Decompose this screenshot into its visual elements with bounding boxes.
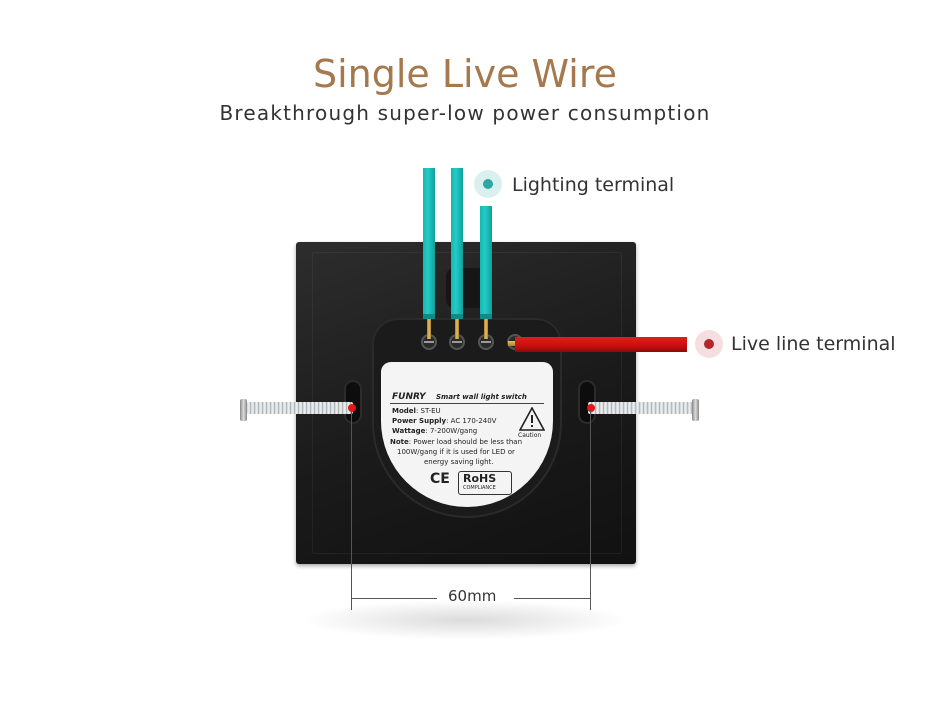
compliance-text: COMPLIANCE [463, 485, 496, 491]
model-line: Model: ST-EU [392, 407, 441, 415]
terminal-screw-l3 [421, 334, 437, 350]
live-terminal-label: Live line terminal [731, 333, 896, 355]
caution-icon [519, 407, 545, 431]
wattage-value: 7-200W/gang [429, 427, 478, 435]
wattage-line: Wattage: 7-200W/gang [392, 427, 478, 435]
right-screw-head [692, 399, 699, 421]
lighting-terminal-marker [474, 170, 502, 198]
supply-line: Power Supply: AC 170-240V [392, 417, 497, 425]
right-screw [588, 402, 693, 414]
note-line-1: Note: Power load should be less than [390, 438, 523, 446]
wire-l1-end [480, 314, 492, 319]
left-marker-dot [348, 404, 356, 412]
note-key: Note [390, 438, 409, 446]
dimension-extension-right [590, 410, 591, 610]
wire-l3 [423, 168, 435, 316]
caution-label: Caution [518, 432, 542, 439]
module-label-sticker [381, 362, 553, 507]
page-subtitle: Breakthrough super-low power consumption [219, 101, 711, 125]
brand-logo: FUNRY [392, 392, 426, 402]
dimension-label: 60mm [448, 587, 497, 605]
dimension-extension-left [351, 410, 352, 610]
rohs-mark: RoHS [463, 472, 497, 485]
note-line-2: 100W/gang if it is used for LED or [397, 448, 515, 456]
wire-l3-end [423, 314, 435, 319]
product-name: Smart wall light switch [436, 393, 527, 401]
supply-value: AC 170-240V [450, 417, 497, 425]
pin-l3 [427, 319, 431, 339]
pin-l1 [484, 319, 488, 339]
left-screw [247, 402, 353, 414]
terminal-screw-l1 [478, 334, 494, 350]
lighting-terminal-label: Lighting terminal [512, 174, 675, 196]
live-wire-pin [508, 341, 518, 346]
wire-l1 [480, 206, 492, 316]
label-divider [390, 403, 544, 404]
note-line-3: energy saving light. [424, 458, 494, 466]
live-wire [515, 337, 687, 352]
ce-mark: CE [430, 471, 450, 487]
model-key: Model [392, 407, 416, 415]
wire-l2 [451, 168, 463, 316]
pin-l2 [455, 319, 459, 339]
right-marker-dot [587, 404, 595, 412]
supply-key: Power Supply [392, 417, 447, 425]
live-terminal-marker [695, 330, 723, 358]
page-title: Single Live Wire [312, 52, 618, 96]
dimension-line-right [514, 598, 590, 599]
model-value: ST-EU [420, 407, 441, 415]
left-screw-head [240, 399, 247, 421]
note-text-1: Power load should be less than [413, 438, 523, 446]
device-shadow [300, 600, 630, 640]
wire-l2-end [451, 314, 463, 319]
terminal-screw-l2 [449, 334, 465, 350]
rohs-box [458, 471, 512, 495]
wattage-key: Wattage [392, 427, 426, 435]
bottom-notch [440, 515, 490, 525]
dimension-line-left [351, 598, 437, 599]
